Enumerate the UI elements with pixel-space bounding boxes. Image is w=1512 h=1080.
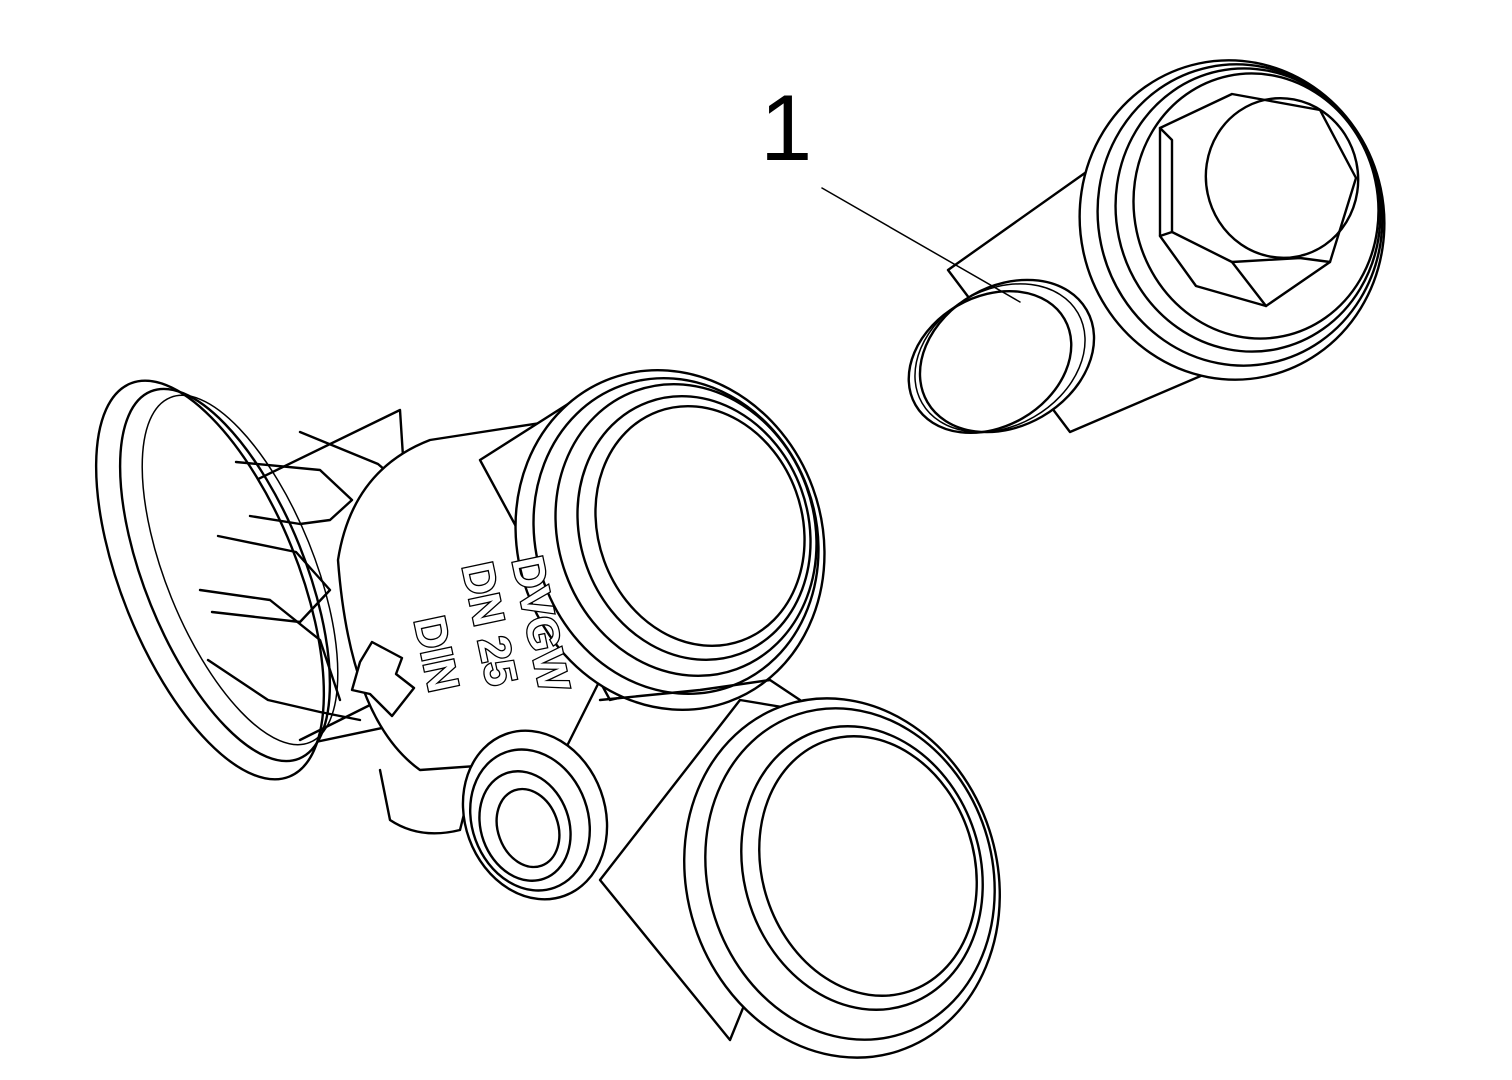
- callout-label: 1: [760, 75, 1021, 303]
- right-end-connection: [598, 678, 1001, 1059]
- strainer-socket: [478, 369, 826, 711]
- marking-line-3: DIN: [404, 612, 468, 696]
- leader-line: [821, 187, 1021, 303]
- screw-plug-part-1: [907, 59, 1386, 435]
- hex-head-icon: [1158, 92, 1360, 308]
- strainer-fitting-body: DVGW DN 25 DIN: [94, 369, 1001, 1059]
- callout-number: 1: [760, 75, 812, 180]
- side-port: [461, 729, 609, 901]
- flow-direction-arrow-icon: [350, 640, 416, 718]
